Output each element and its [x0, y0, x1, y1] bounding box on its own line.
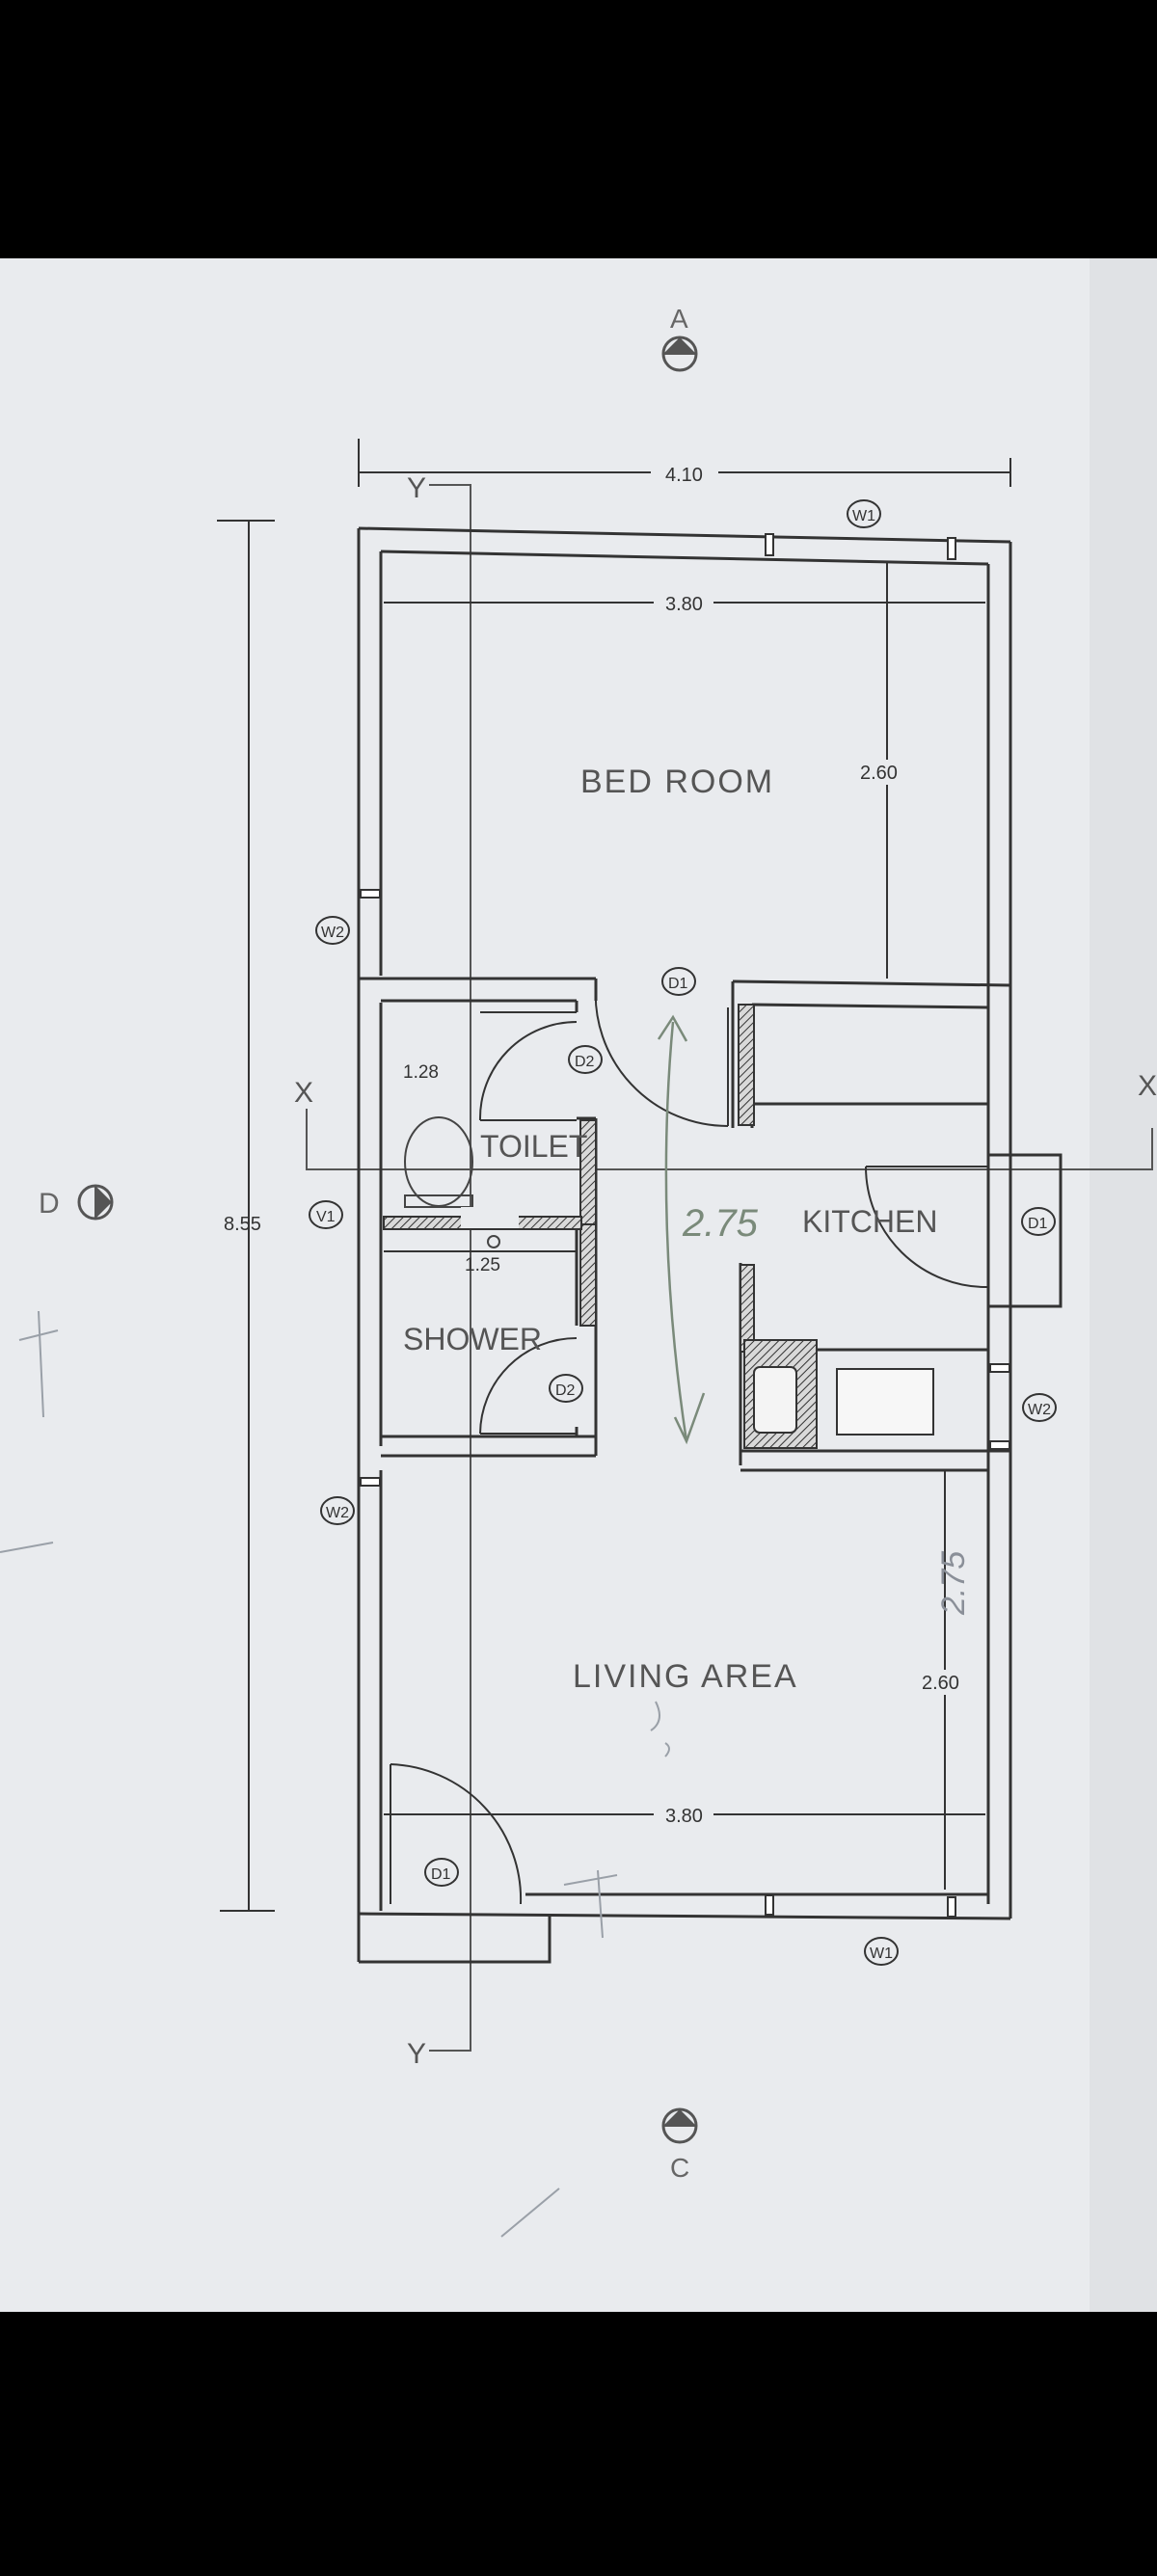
window-marks [360, 533, 1010, 1918]
tag-w1-bottom-text: W1 [870, 1945, 893, 1962]
door-toilet-d2 [478, 1011, 578, 1121]
overall-width-label: 4.10 [665, 465, 703, 486]
tag-d2-toilet [568, 1045, 603, 1074]
tag-w2-kitchen [1022, 1393, 1057, 1422]
tag-v1 [309, 1200, 343, 1229]
section-label-a: A [670, 304, 688, 334]
tag-w2-bed [315, 916, 350, 945]
x-axis-label-left: X [294, 1077, 313, 1109]
y-axis-line [429, 484, 471, 2052]
pencil-scribbles [0, 1310, 670, 2238]
room-label-shower: SHOWER [403, 1322, 542, 1356]
tag-w2-living-text: W2 [326, 1505, 349, 1521]
bedroom-depth-label: 2.60 [860, 763, 898, 784]
tag-d2-shower [549, 1374, 583, 1403]
kitchen-hatched-wall-lower [740, 1264, 755, 1353]
tag-d1-kitchen [1021, 1207, 1056, 1236]
paper-sheet [0, 258, 1157, 2312]
tag-d1-bed [661, 967, 696, 996]
pencil-note-kitchen: 2.75 [682, 1202, 759, 1245]
tag-w1-top [847, 499, 881, 528]
x-axis-line [306, 1109, 1153, 1170]
toilet-cistern [404, 1194, 473, 1208]
tag-w1-bottom [864, 1937, 899, 1966]
tag-d1-entry [424, 1858, 459, 1887]
living-depth-label: 2.60 [922, 1673, 959, 1694]
toilet-width-label: 1.28 [403, 1062, 439, 1083]
kitchen-lower-walls [739, 1152, 1063, 1472]
door-bedroom-d1 [594, 984, 729, 1128]
section-label-d: D [39, 1188, 60, 1220]
room-label-living: LIVING AREA [573, 1658, 798, 1695]
pencil-note-living: 2.75 [935, 1551, 972, 1616]
tag-d1-bed-text: D1 [668, 976, 688, 992]
bedroom-partition [359, 977, 1011, 1128]
room-label-kitchen: KITCHEN [802, 1204, 937, 1239]
kitchen-sink [753, 1366, 797, 1434]
tag-w2-kitchen-text: W2 [1028, 1402, 1051, 1418]
pencil-arrow [657, 1014, 706, 1445]
tag-w2-bed-text: W2 [321, 925, 344, 941]
room-label-toilet: TOILET [480, 1129, 587, 1164]
section-marker-c [661, 2107, 698, 2144]
overall-length-dim [217, 520, 275, 1912]
shower-hatched-wall [579, 1223, 597, 1327]
kitchen-hatched-wall-upper [738, 1004, 755, 1126]
door-kitchen-d1 [865, 1166, 989, 1289]
door-entry-d1 [390, 1763, 523, 1905]
section-marker-a [661, 335, 698, 372]
overall-length-label: 8.55 [224, 1214, 261, 1235]
living-width-label: 3.80 [665, 1806, 703, 1827]
section-marker-d [77, 1184, 114, 1221]
section-label-c: C [670, 2153, 689, 2183]
bedroom-width-label: 3.80 [665, 594, 703, 615]
y-axis-label-top: Y [407, 472, 426, 504]
paper-fold [1090, 258, 1157, 2312]
tag-w2-living [320, 1496, 355, 1525]
door-shower-d2 [479, 1337, 578, 1435]
tag-w1-top-text: W1 [852, 508, 875, 524]
room-label-bedroom: BED ROOM [580, 764, 774, 800]
tag-d1-kitchen-text: D1 [1028, 1216, 1048, 1232]
shower-width-label: 1.25 [465, 1255, 500, 1275]
x-axis-label-right: X [1138, 1070, 1157, 1102]
tag-d1-entry-text: D1 [431, 1866, 451, 1883]
shower-head [487, 1235, 500, 1248]
tag-d2-toilet-text: D2 [575, 1054, 595, 1070]
tag-v1-text: V1 [316, 1209, 336, 1225]
y-axis-label-bottom: Y [407, 2038, 426, 2070]
tag-d2-shower-text: D2 [555, 1382, 576, 1399]
kitchen-stove [836, 1368, 934, 1436]
